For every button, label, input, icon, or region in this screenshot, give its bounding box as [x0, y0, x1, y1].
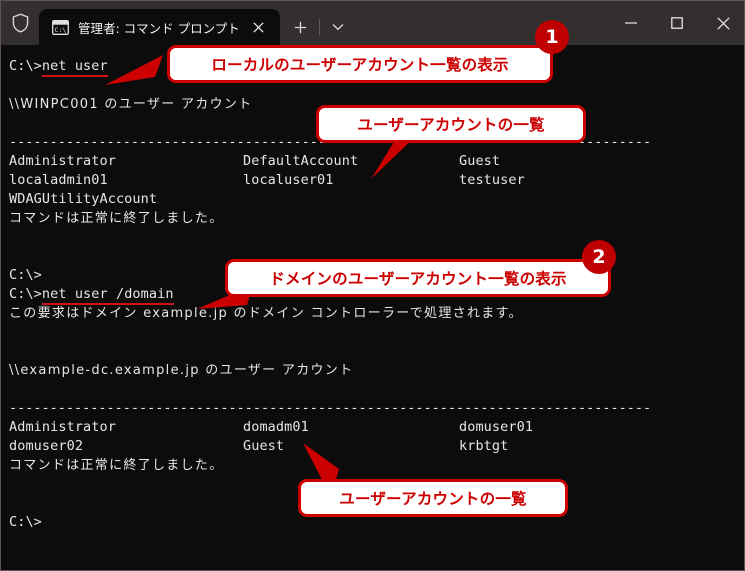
terminal-prompt-line: C:\> — [9, 514, 42, 530]
terminal-command-line: C:\>net user /domain — [9, 285, 744, 305]
terminal-account-name: domuser02 — [9, 438, 84, 454]
terminal-command-line: C:\>net user — [9, 57, 744, 77]
callout-user-list-domain-label: ユーザーアカウントの一覧 — [339, 490, 527, 508]
terminal-command: net user /domain — [41, 286, 174, 305]
callout-domain-users: ドメインのユーザーアカウント一覧の表示 — [225, 259, 611, 297]
terminal-separator: ----------------------------------------… — [9, 400, 652, 416]
window-controls — [608, 1, 744, 45]
terminal-account-name: DefaultAccount — [243, 153, 359, 169]
terminal-blank-line — [9, 228, 744, 247]
arrow-to-net-user — [105, 55, 163, 85]
console-icon: C:\ — [51, 19, 69, 35]
terminal-account-row: Administrator domadm01 domuser01 — [9, 418, 744, 437]
terminal-account-name: Guest — [243, 438, 285, 454]
terminal-account-row: Administrator DefaultAccount Guest — [9, 152, 744, 171]
maximize-button[interactable] — [654, 1, 700, 45]
terminal-account-row: domuser02 Guest krbtgt — [9, 437, 744, 456]
callout-local-users: ローカルのユーザーアカウント一覧の表示 — [167, 45, 553, 83]
callout-domain-users-label: ドメインのユーザーアカウント一覧の表示 — [269, 270, 567, 288]
terminal-message-line: コマンドは正常に終了しました。 — [9, 458, 224, 473]
terminal-message-line: \\example-dc.example.jp のユーザー アカウント — [9, 363, 354, 378]
terminal-account-name: Guest — [459, 153, 501, 169]
terminal-account-name: Administrator — [9, 419, 116, 435]
new-tab-button[interactable] — [286, 13, 316, 41]
tab-title: 管理者: コマンド プロンプト — [78, 20, 240, 36]
terminal-account-name: krbtgt — [459, 438, 509, 454]
terminal-blank-line — [9, 342, 744, 361]
terminal-message-line: \\WINPC001 のユーザー アカウント — [9, 97, 253, 112]
terminal-account-name: localuser01 — [243, 172, 334, 188]
terminal-command: net user — [41, 58, 108, 77]
terminal-prompt: C:\> — [9, 58, 42, 74]
svg-text:C:\: C:\ — [54, 26, 66, 34]
terminal-blank-line — [9, 380, 744, 399]
toolbar-divider — [318, 19, 320, 35]
terminal-account-name: domadm01 — [243, 419, 309, 435]
terminal-account-name: domuser01 — [459, 419, 534, 435]
close-button[interactable] — [700, 1, 744, 45]
terminal-message-line: コマンドは正常に終了しました。 — [9, 211, 224, 226]
terminal-account-name — [459, 190, 744, 209]
terminal-account-name: testuser — [459, 172, 525, 188]
badge-2-label: 2 — [592, 246, 606, 268]
title-bar: C:\ 管理者: コマンド プロンプト — [1, 1, 744, 45]
tab-bar-actions — [280, 9, 353, 45]
badge-1: 1 — [535, 20, 569, 54]
terminal-message-line: この要求はドメイン example.jp のドメイン コントローラーで処理されま… — [9, 306, 523, 321]
shield-icon — [1, 1, 39, 45]
terminal-prompt-line: C:\> — [9, 267, 42, 283]
badge-2: 2 — [582, 240, 616, 274]
terminal-account-name: Administrator — [9, 153, 116, 169]
callout-user-list-domain: ユーザーアカウントの一覧 — [298, 479, 568, 517]
arrow-to-local-user-list — [371, 135, 417, 179]
callout-user-list-local: ユーザーアカウントの一覧 — [316, 105, 586, 143]
terminal-account-name — [243, 190, 459, 209]
badge-1-label: 1 — [545, 26, 559, 48]
terminal-prompt: C:\> — [9, 286, 42, 302]
tab-close-icon[interactable] — [246, 14, 272, 40]
terminal-account-row: WDAGUtilityAccount — [9, 190, 744, 209]
minimize-button[interactable] — [608, 1, 654, 45]
chevron-down-icon[interactable] — [323, 13, 353, 41]
terminal-account-row: localadmin01 localuser01 testuser — [9, 171, 744, 190]
callout-user-list-local-label: ユーザーアカウントの一覧 — [357, 116, 545, 134]
tab-command-prompt[interactable]: C:\ 管理者: コマンド プロンプト — [39, 9, 280, 45]
callout-local-users-label: ローカルのユーザーアカウント一覧の表示 — [211, 56, 509, 74]
terminal-blank-line — [9, 323, 744, 342]
terminal-account-name: localadmin01 — [9, 172, 108, 188]
terminal-account-name: WDAGUtilityAccount — [9, 191, 158, 207]
